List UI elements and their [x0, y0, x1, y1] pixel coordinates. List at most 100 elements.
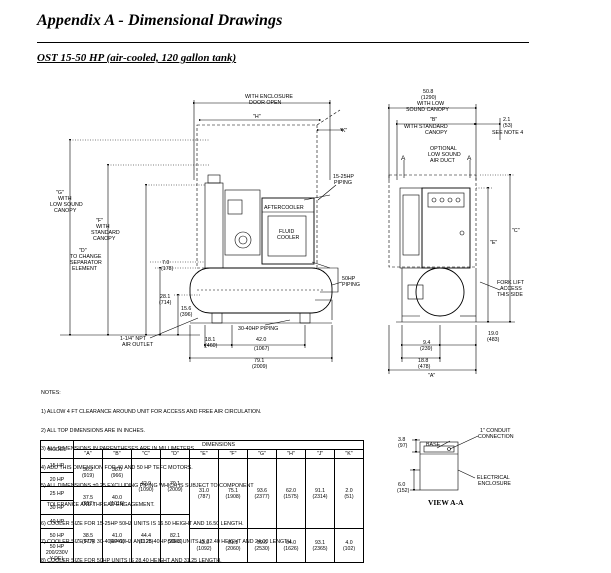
dim-9-4-mm: (239)	[420, 346, 433, 352]
cell-j: 93.1 (2365)	[305, 528, 335, 563]
label-low-sound: LOW SOUND	[428, 152, 461, 158]
cell-d: 79.1 (2009)	[160, 458, 190, 515]
cell-a: 36.2 (919)	[73, 458, 103, 487]
page-title: Appendix A - Dimensional Drawings	[37, 12, 283, 29]
tank-end	[415, 267, 465, 317]
dim-79-1: 79.1	[254, 358, 264, 364]
label-f-canopy: CANOPY	[93, 236, 116, 242]
cell-h: 64.0 (1626)	[276, 528, 306, 563]
label-piping30: 30-40HP PIPING	[238, 326, 278, 332]
label-b: "B"	[430, 117, 437, 123]
label-air-duct: AIR DUCT	[430, 158, 456, 164]
cell-e: 31.0 (787)	[189, 458, 219, 529]
cell-b: 41.0 (1041)	[102, 514, 132, 563]
section-a-left: A	[401, 155, 406, 162]
label-k: "K"	[340, 128, 347, 134]
label-piping15-hp: 15-25HP	[333, 174, 354, 180]
col-g: "G"	[247, 449, 277, 459]
label-piping15: PIPING	[334, 180, 352, 186]
model-cell: 25 HP	[40, 486, 74, 501]
dim-2-1-mm: (53)	[503, 123, 513, 129]
dim-18-8-mm: (478)	[418, 364, 431, 370]
label-with-low: WITH LOW	[417, 101, 444, 107]
model-cell: 40 HP	[40, 514, 74, 529]
model-cell: 50 HP	[40, 528, 74, 543]
label-see-note-4: SEE NOTE 4	[492, 130, 523, 136]
model-cell: 30 HP	[40, 500, 74, 515]
label-d-change: TO CHANGE	[70, 254, 102, 260]
col-j: "J"	[305, 449, 335, 459]
cell-b: 38.0 (966)	[102, 458, 132, 487]
label-std-canopy: CANOPY	[425, 130, 448, 136]
label-d-sep: SEPARATOR	[70, 260, 102, 266]
col-h: "H"	[276, 449, 306, 459]
label-a-bottom: "A"	[428, 373, 435, 379]
label-h: "H"	[253, 114, 261, 120]
label-f: "F"	[96, 218, 103, 224]
aftercooler-panel	[261, 197, 315, 265]
col-f: "F"	[218, 449, 248, 459]
dim-50-8: 50.8	[423, 89, 433, 95]
dim-7-0: 7.0	[162, 260, 169, 266]
label-fluid: FLUID	[279, 229, 294, 235]
label-d: "D"	[79, 248, 87, 254]
dim-42-0-mm: (1067)	[254, 346, 270, 352]
cell-k: 4.0 (102)	[334, 528, 364, 563]
label-g-canopy: CANOPY	[54, 208, 77, 214]
model-cell: 20 HP	[40, 472, 74, 487]
dim-6-0-mm: (152)	[397, 488, 410, 494]
dim-18-1: 18.1	[205, 337, 215, 343]
cell-b: 40.0 (1016)	[102, 486, 132, 515]
label-cooler: COOLER	[277, 235, 300, 241]
cell-c: 44.4 (1128)	[131, 514, 161, 563]
view-aa-outline	[419, 441, 459, 491]
label-air-outlet-npt: 1-1/4" NPT	[120, 336, 147, 342]
label-enclosure-elec: ENCLOSURE	[478, 481, 511, 487]
cell-k: 2.0 (51)	[334, 458, 364, 529]
label-c: "C"	[512, 228, 520, 234]
dim-3-8-mm: (97)	[398, 443, 408, 449]
label-access: ACCESS	[500, 286, 522, 292]
cell-a: 37.5 (952)	[73, 486, 103, 515]
dim-50-8-mm: (1290)	[421, 95, 437, 101]
label-optional: OPTIONAL	[430, 146, 457, 152]
label-fork-lift: FORK LIFT	[497, 280, 525, 286]
section-a-right: A	[467, 155, 472, 162]
col-b: "B"	[102, 449, 132, 459]
label-door-open: DOOR OPEN	[249, 100, 282, 106]
dim-15-6: 15.6	[181, 306, 191, 312]
view-aa-title: VIEW A-A	[428, 498, 464, 507]
note-line: NOTES:	[41, 390, 61, 397]
label-g-with: WITH	[58, 196, 72, 202]
col-k: "K"	[334, 449, 364, 459]
label-with-standard: WITH STANDARD	[404, 124, 448, 130]
note-line: 1) ALLOW 4 FT CLEARANCE AROUND UNIT FOR …	[41, 409, 262, 416]
enclosure-outline	[196, 124, 318, 269]
dim-7-0-mm: (178)	[161, 266, 174, 272]
dim-79-1-mm: (2009)	[252, 364, 268, 370]
cell-e: 43.0 (1092)	[189, 528, 219, 563]
label-base: BASE	[426, 442, 441, 448]
dim-18-1-mm: (460)	[205, 343, 218, 349]
dim-19-0-mm: (483)	[487, 337, 500, 343]
dim-19-0: 19.0	[488, 331, 498, 337]
label-f-with: WITH	[96, 224, 110, 230]
cell-g: 99.6 (2530)	[247, 528, 277, 563]
label-enclosure: WITH ENCLOSURE	[245, 94, 293, 100]
separator-tank	[204, 182, 224, 269]
label-connection: CONNECTION	[478, 434, 514, 440]
receiver-tank	[189, 267, 333, 314]
label-this-side: THIS SIDE	[497, 292, 523, 298]
col-a: "A"	[73, 449, 103, 459]
label-g-low: LOW SOUND	[50, 202, 83, 208]
cell-g: 93.6 (2377)	[247, 458, 277, 529]
cell-h: 62.0 (1575)	[276, 458, 306, 529]
label-aftercooler: AFTERCOOLER	[264, 205, 304, 211]
label-air-outlet: AIR OUTLET	[122, 342, 154, 348]
cell-j: 91.1 (2314)	[305, 458, 335, 529]
dim-42-0: 42.0	[256, 337, 266, 343]
dim-28-1: 28.1	[160, 294, 170, 300]
dimensions-table: MODEL DIMENSIONS "A" "B" "C" "D" "E" "F"…	[40, 440, 364, 563]
cell-f: 75.1 (1908)	[218, 458, 248, 529]
dim-2-1: 2.1	[503, 117, 510, 123]
